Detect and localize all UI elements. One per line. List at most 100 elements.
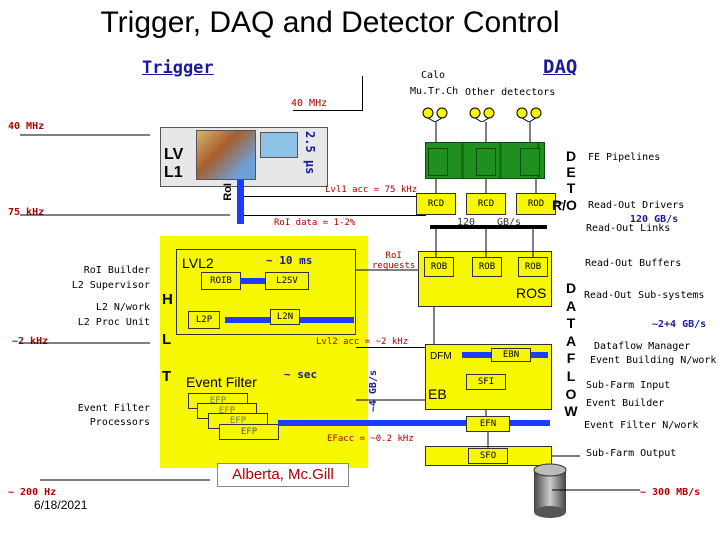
pipeline-3 [520,148,540,176]
rod-box: ROD [516,193,556,215]
l2-network-label: L2 N/work [95,302,150,313]
rate-40mhz-top: 40 MHz [291,98,328,109]
sfo-box: SFO [468,448,508,464]
roi-requests-label: RoI requests [372,251,415,271]
df-letter-4: A [565,332,577,349]
rate-200hz: ~ 200 Hz [8,487,57,498]
latency-10ms: ~ 10 ms [266,254,313,267]
fe-pipelines-label: FE Pipelines [588,152,661,163]
det-letter-e: E [566,164,576,180]
detector-sensors [422,107,542,122]
date-label: 6/18/2021 [34,498,88,512]
rcd-box-1: RCD [416,193,456,215]
roi-requests-2: requests [372,261,416,271]
rob-box-2: ROB [472,257,502,277]
storage-icon [533,463,567,518]
pipeline-1 [428,148,448,176]
lvl1-thumbnail-image [260,132,298,158]
l2-supervisor-label: L2 Supervisor [71,280,150,291]
hlt-t: T [162,368,172,385]
roi-bar [237,180,244,224]
rate-120: 120 [457,217,476,228]
lvl1-acc-label: Lvl1 acc = 75 kHz [325,185,418,195]
subfarm-input-label: Sub-Farm Input [586,380,671,391]
roi-requests-1: RoI [385,251,402,261]
df-letter-1: D [565,280,577,296]
df-letter-8: W [564,403,578,420]
df-letter-7: O [565,385,577,402]
roi-data-line [244,215,426,216]
rate-2khz: ~2 kHz [12,336,49,347]
sfi-box: SFI [466,374,506,390]
l2p-box: L2P [188,311,220,329]
ros-label: ROS [516,285,547,301]
lvl1-acc-line [244,196,426,197]
det-letter-d: D [565,148,577,164]
rate-gbs: GB/s [497,217,522,228]
l2n-box: L2N [270,309,300,325]
readout-buffers-label: Read-Out Buffers [585,258,682,269]
rob-box-1: ROB [424,257,454,277]
latency-2-5us: 2.5 μs [303,131,317,175]
event-filter-label: Event Filter [186,374,257,390]
top-vertical-line [362,76,363,110]
roi-data-label: RoI data = 1-2% [274,218,356,228]
ebn-box: EBN [491,348,531,362]
readout-links-bar [430,225,547,229]
mutrch-label: Mu.Tr.Ch [410,86,459,97]
ef-processors-label-1: Event Filter [77,403,150,414]
latency-sec: ~ sec [284,368,318,381]
l2sv-box: L2SV [265,272,309,290]
calo-label: Calo [421,70,446,81]
trigger-header: Trigger [142,58,214,78]
readout-links-label: Read-Out Links [586,223,671,234]
event-filter-nw-label: Event Filter N/work [584,420,699,431]
lvl1-label: LV L1 [164,146,183,182]
ro-letters: R/O [552,197,577,213]
pipeline-2 [476,148,496,176]
ef-processors-label-2: Processors [89,417,150,428]
ef-acc-label: EFacc = ~0.2 kHz [327,434,414,444]
rate-300mbs: ~ 300 MB/s [640,487,701,498]
df-letter-6: L [566,367,576,384]
readout-drivers-label: Read-Out Drivers [588,200,685,211]
lvl1-lv: LV [164,146,184,163]
top-horizontal-line [293,110,363,111]
lvl1-hardware-image [196,130,256,180]
eb-label: EB [428,386,447,402]
page-title: Trigger, DAQ and Detector Control [100,6,560,39]
event-builder-label: Event Builder [586,398,665,409]
alberta-label: Alberta, Mc.Gill [232,466,334,483]
hlt-h: H [162,291,173,308]
lvl2-acc-line [356,347,434,348]
roib-box: ROIB [201,272,241,290]
alberta-box [217,463,349,487]
df-letter-2: A [565,297,577,314]
event-building-label: Event Building N/work [590,355,717,366]
lvl1-l1: L1 [164,164,183,181]
rate-120gbs-label: 120 GB/s [630,214,679,225]
efn-box: EFN [466,416,510,432]
roib-l2sv-link [240,278,265,284]
hlt-l: L [162,331,172,348]
daq-header: DAQ [543,56,578,78]
rcd-box-2: RCD [466,193,506,215]
roi-builder-label: RoI Builder [83,265,150,276]
other-detectors-label: Other detectors [465,87,556,98]
subfarm-output-label: Sub-Farm Output [586,448,677,459]
dfm-label: DFM [430,351,452,362]
det-letter-t: T [566,180,576,196]
lvl2-label: LVL2 [182,255,214,271]
rate-24gbs-label: ~2+4 GB/s [652,319,707,330]
readout-subsystems-label: Read-Out Sub-systems [584,290,705,301]
lvl2-acc-label: Lvl2 acc = ~2 kHz [316,337,409,347]
rate-40mhz-left: 40 MHz [8,121,45,132]
dataflow-letters: D A T A F L O W [563,280,579,421]
efn-bar [278,420,550,426]
rob-box-3: ROB [518,257,548,277]
rate-75khz: 75 kHz [8,207,45,218]
df-letter-5: F [566,350,576,367]
dataflow-manager-label: Dataflow Manager [594,341,691,352]
efp-box-4: EFP [219,424,279,440]
